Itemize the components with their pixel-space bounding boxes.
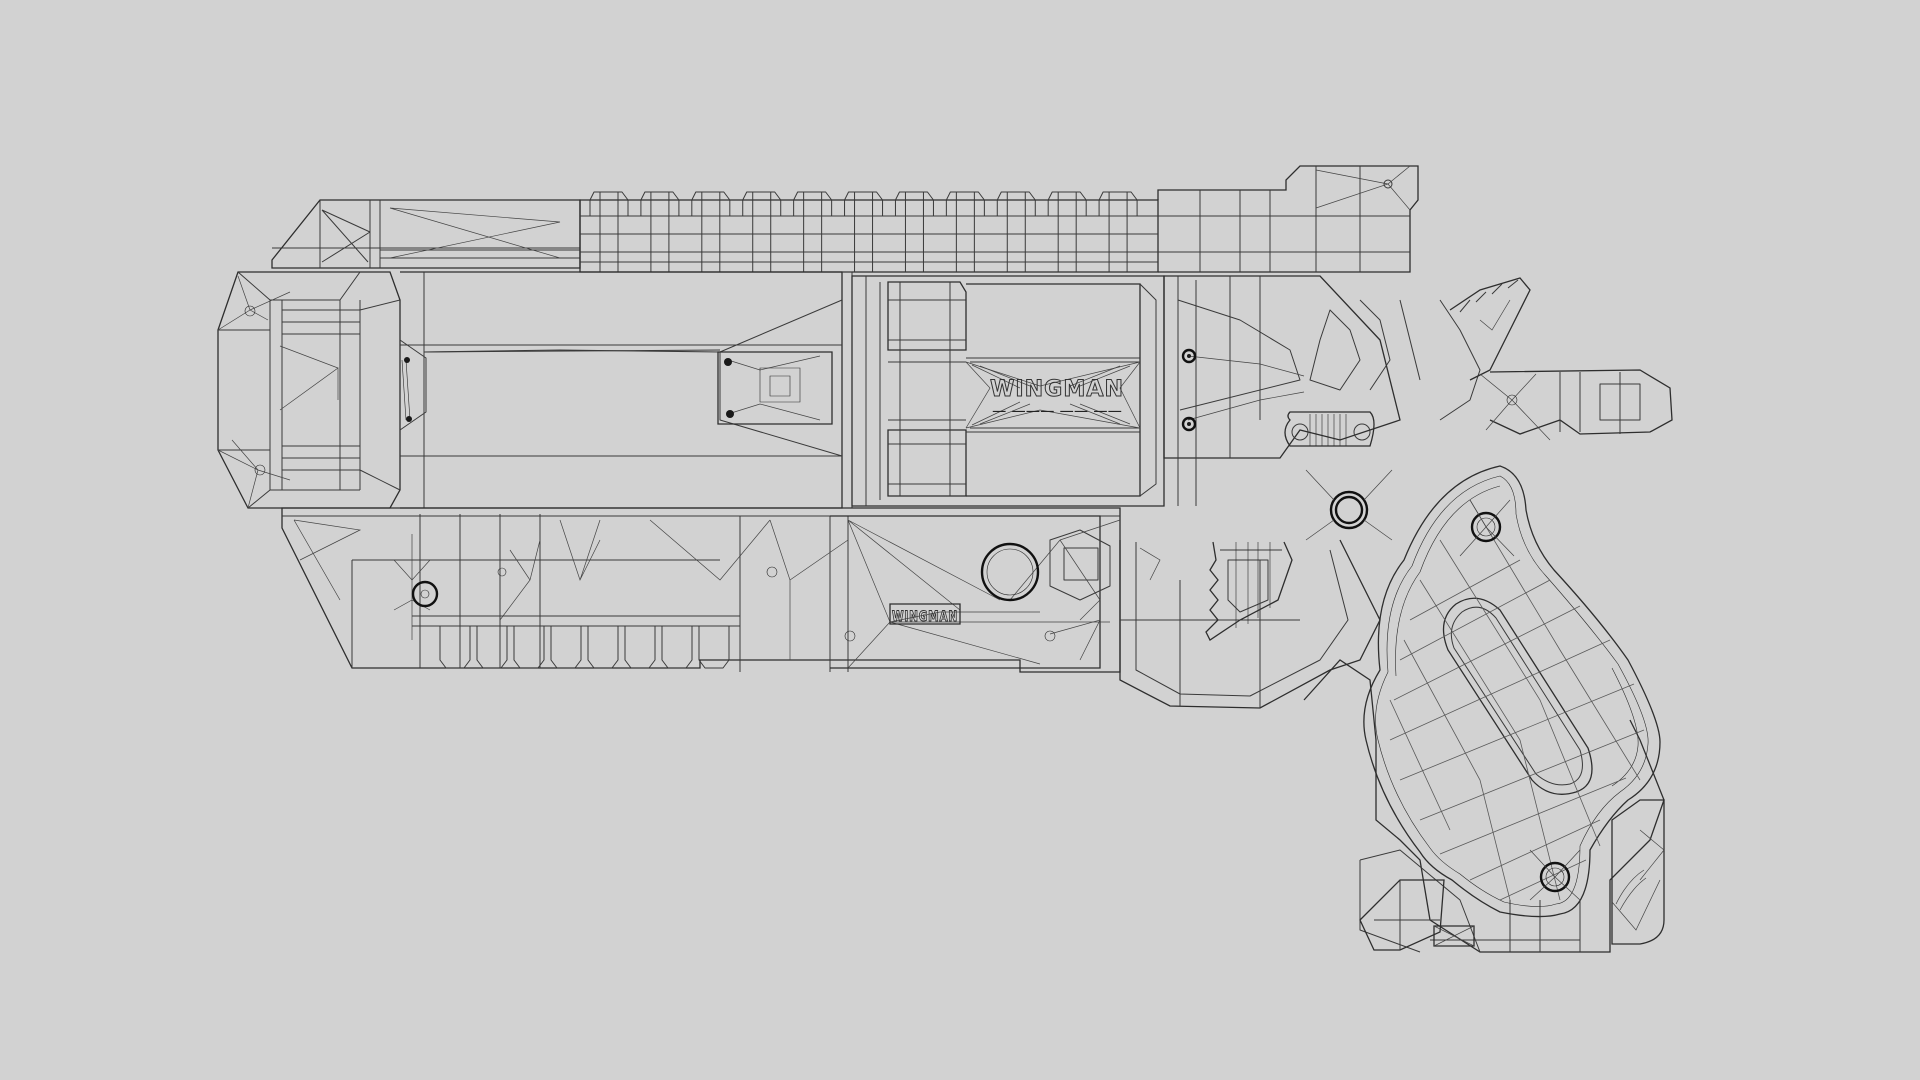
underlug: WINGMAN	[281, 507, 1121, 673]
muzzle	[217, 271, 427, 509]
cylinder-wingman-label: WINGMAN	[990, 377, 1124, 402]
underlug-teeth	[439, 626, 730, 669]
underlug-tooth	[550, 626, 582, 669]
grip	[1303, 465, 1665, 953]
underlug-tooth	[476, 626, 508, 669]
underlug-tooth	[513, 626, 545, 669]
rail-tooth	[691, 191, 731, 272]
barrel	[400, 271, 853, 509]
rail-tooth	[996, 191, 1036, 272]
rail-tooth	[894, 191, 934, 272]
cylinder-sublabel: — ——— —— ——	[992, 407, 1122, 417]
rail-tooth	[1098, 191, 1138, 272]
underlug-tooth	[439, 626, 471, 669]
rail-tooth	[844, 191, 884, 272]
trigger-guard	[1119, 539, 1381, 709]
underlug-tooth	[624, 626, 656, 669]
rail-tooth	[640, 191, 680, 272]
rail-tooth	[1047, 191, 1087, 272]
underlug-tooth	[661, 626, 693, 669]
rail-tooth	[589, 191, 629, 272]
frame-wingman-label: WINGMAN	[892, 609, 958, 625]
rail-teeth	[589, 191, 1138, 272]
top-rail	[271, 165, 1419, 273]
rail-tooth	[945, 191, 985, 272]
underlug-tooth	[587, 626, 619, 669]
rail-tooth	[742, 191, 782, 272]
rail-tooth	[793, 191, 833, 272]
frame	[1163, 275, 1673, 506]
cylinder: WINGMAN — ——— —— ——	[851, 275, 1165, 507]
underlug-tooth	[698, 626, 730, 669]
